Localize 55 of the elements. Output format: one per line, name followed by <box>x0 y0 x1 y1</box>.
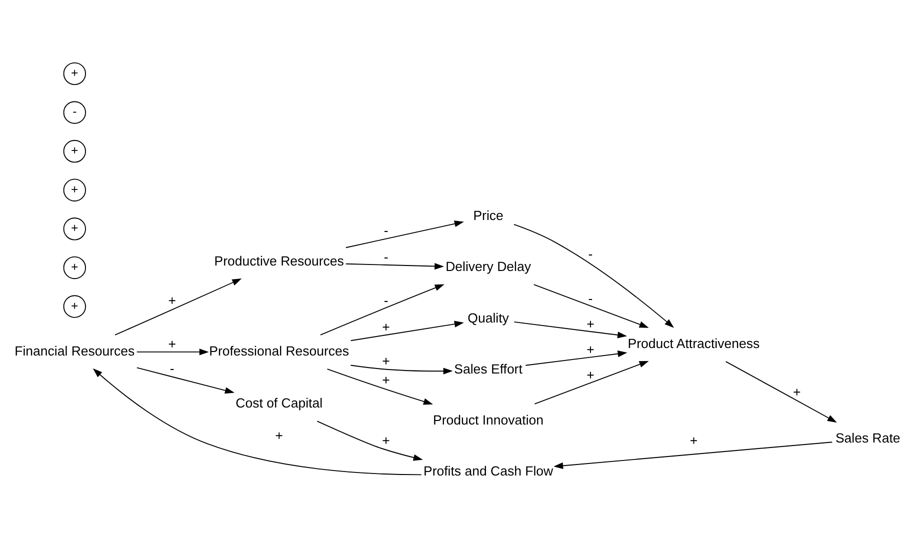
node-text: Product Attractiveness <box>628 336 760 351</box>
label: + <box>71 66 78 80</box>
arrow <box>554 442 833 469</box>
edge-label: + <box>382 372 390 388</box>
label: - <box>72 104 77 119</box>
node-text: Financial Resources <box>14 343 135 358</box>
arrow <box>320 284 444 336</box>
arrow <box>350 320 464 342</box>
arrow <box>534 360 649 404</box>
edge-label: + <box>382 432 390 448</box>
edge-label: - <box>384 292 388 308</box>
label: + <box>71 221 78 236</box>
edge-label: - <box>384 249 388 264</box>
node-text: Product Innovation <box>433 412 544 428</box>
arrow <box>514 322 628 338</box>
arrow <box>350 364 453 374</box>
edge-label: + <box>382 319 390 334</box>
node-text: Price <box>473 208 504 224</box>
node-text: Profits and Cash Flow <box>423 464 554 479</box>
arrow <box>316 420 423 461</box>
edge-label: + <box>690 432 698 448</box>
arrow <box>533 284 649 328</box>
arrow <box>525 350 628 366</box>
arrow <box>345 220 464 248</box>
node-text: Cost of Capital <box>236 396 323 411</box>
arrow <box>136 367 235 394</box>
arrow <box>136 348 209 356</box>
node-text: Quality <box>468 310 509 326</box>
node-text: Sales Effort <box>454 361 522 376</box>
edge-label: + <box>275 428 283 444</box>
edge-label: + <box>168 292 176 308</box>
edge-label: - <box>170 360 174 376</box>
node-text: Professional Resources <box>209 343 350 358</box>
arrow <box>725 361 837 423</box>
node-text: Delivery Delay <box>446 259 531 274</box>
arrow <box>345 262 444 270</box>
edge-label: + <box>586 316 594 332</box>
edge-label: + <box>792 384 801 400</box>
label: + <box>71 144 78 158</box>
label: + <box>71 298 78 313</box>
node-text: Sales Rate <box>835 430 900 446</box>
arrow <box>114 278 242 336</box>
label: + <box>71 260 78 274</box>
edge-label: + <box>382 353 390 368</box>
node-text: Productive Resources <box>214 254 344 269</box>
edge-label: + <box>168 336 176 352</box>
label: + <box>71 182 78 196</box>
edge-label: + <box>586 342 594 358</box>
edge-label: - <box>588 290 593 306</box>
edge-label: - <box>384 222 388 238</box>
arrow <box>326 368 433 405</box>
arrow <box>92 368 422 476</box>
arrow <box>514 224 674 328</box>
edge-label: + <box>586 368 594 383</box>
edge-label: - <box>588 246 593 262</box>
